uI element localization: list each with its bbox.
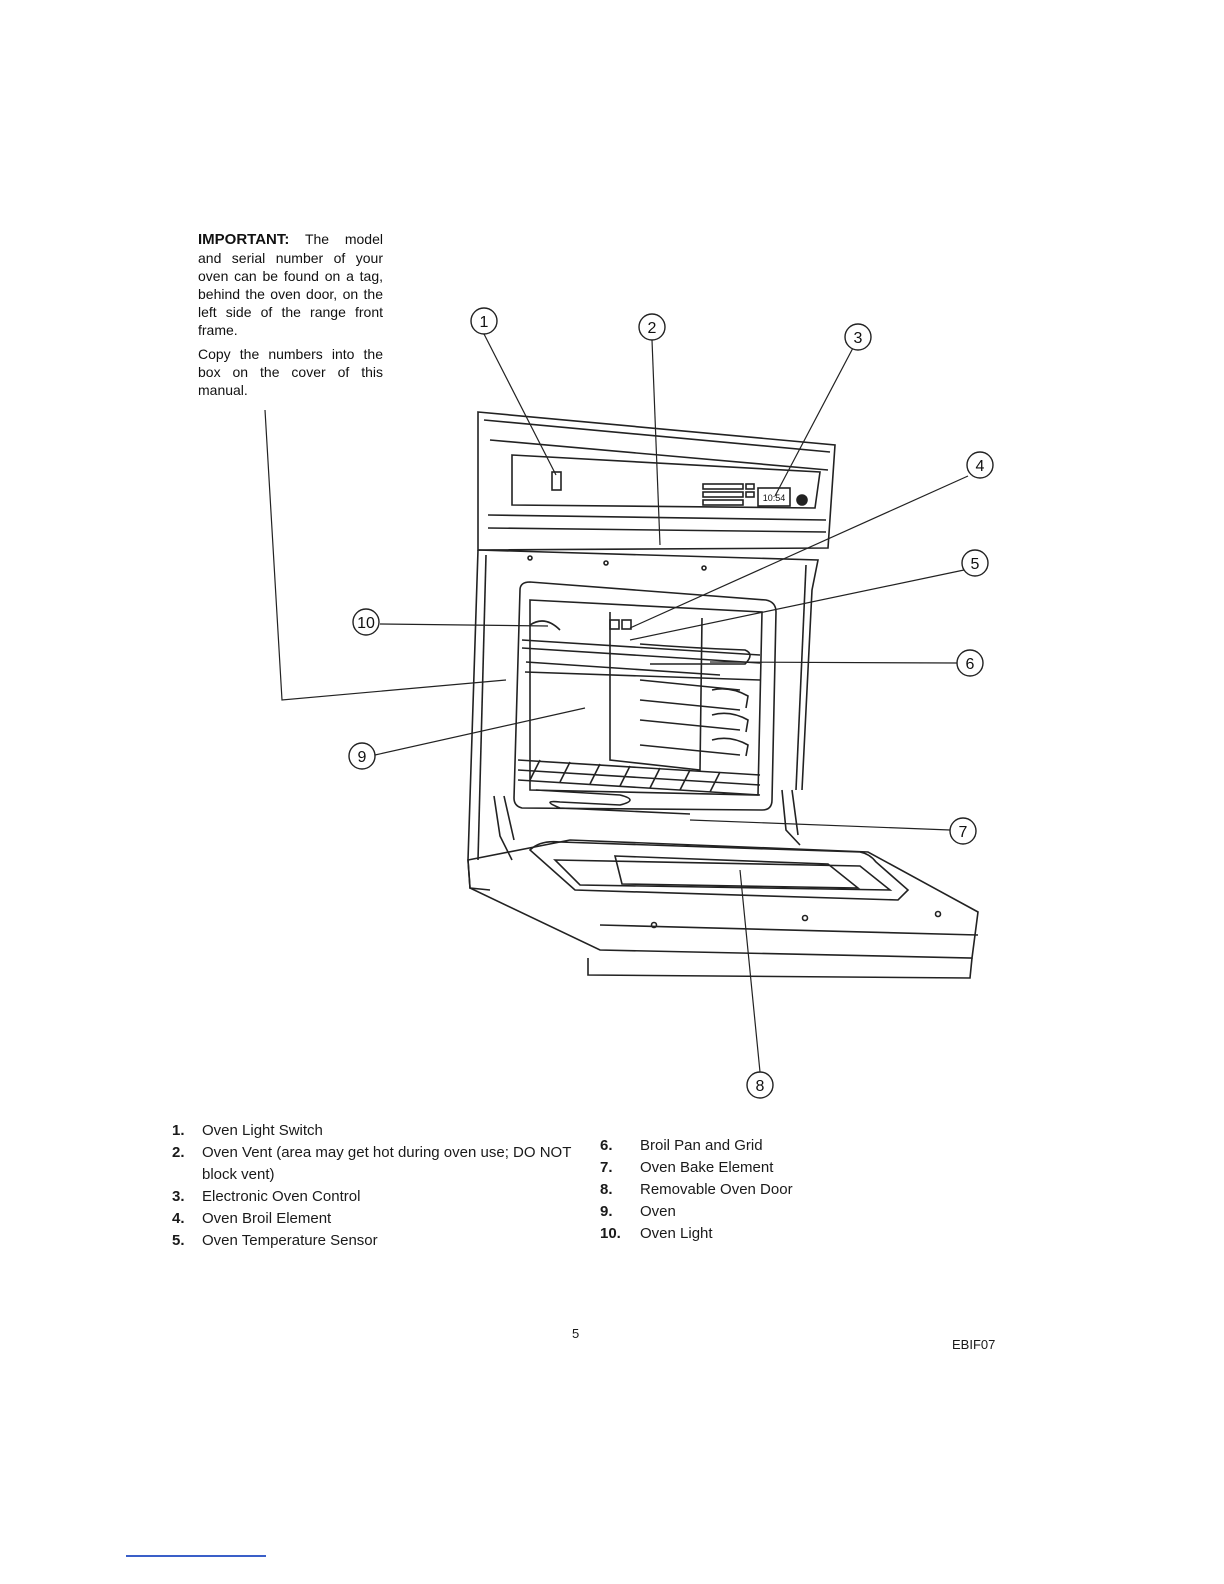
important-paragraph: IMPORTANT: The model and serial number o… (198, 230, 383, 339)
callout-7: 7 (959, 824, 968, 841)
legend-item: 3. Electronic Oven Control (172, 1186, 572, 1208)
bake-element (535, 789, 691, 815)
legend-label: Oven Light Switch (202, 1122, 323, 1139)
copy-instruction: Copy the numbers into the box on the cov… (198, 346, 383, 398)
legend-item: 2. Oven Vent (area may get hot during ove… (172, 1142, 572, 1186)
legend-label: Oven (640, 1203, 676, 1220)
leader-3 (774, 345, 855, 497)
legend-item: 1. Oven Light Switch (172, 1120, 572, 1142)
legend-number: 6. (600, 1137, 613, 1154)
legend-label: Oven Light (640, 1225, 713, 1242)
page-number: 5 (572, 1326, 580, 1341)
leader-5 (629, 569, 965, 641)
callout-3: 3 (854, 330, 863, 347)
document-code: EBIF07 (952, 1337, 996, 1352)
legend-label: Oven Bake Element (640, 1159, 774, 1176)
leader-2 (651, 339, 661, 546)
leader-8 (739, 869, 761, 1073)
leader-9 (374, 707, 586, 756)
legend-number: 2. (172, 1144, 185, 1161)
parts-legend-left: 1. Oven Light Switch 2. Oven Vent (area ma… (172, 1120, 572, 1252)
legend-item: 7. Oven Bake Element (600, 1157, 860, 1179)
important-text: The model and serial number of your oven… (198, 231, 383, 338)
clock-display (757, 487, 791, 507)
callout-4: 4 (976, 458, 985, 475)
control-panel (477, 411, 836, 551)
broil-pan (521, 639, 761, 676)
legend-label: Electronic Oven Control (202, 1188, 361, 1205)
oven-cavity (513, 581, 777, 811)
legend-number: 1. (172, 1122, 185, 1139)
callout-9: 9 (358, 749, 367, 766)
leader-1 (483, 333, 557, 476)
legend-number: 10. (600, 1225, 621, 1242)
legend-item: 5. Oven Temperature Sensor (172, 1230, 572, 1252)
oven-light-switch (551, 471, 562, 491)
legend-number: 7. (600, 1159, 613, 1176)
leader-7 (689, 819, 951, 831)
door-window (613, 855, 861, 889)
legend-number: 8. (600, 1181, 613, 1198)
leader-4 (629, 475, 969, 629)
legend-number: 3. (172, 1188, 185, 1205)
legend-item: 9. Oven (600, 1201, 860, 1223)
legend-label: Oven Vent (area may get hot during oven … (202, 1144, 572, 1183)
leader-10 (379, 623, 549, 627)
legend-number: 5. (172, 1232, 185, 1249)
control-knob (796, 494, 808, 506)
important-note: IMPORTANT: The model and serial number o… (198, 230, 383, 405)
legend-item: 8. Removable Oven Door (600, 1179, 860, 1201)
legend-label: Oven Temperature Sensor (202, 1232, 378, 1249)
legend-number: 4. (172, 1210, 185, 1227)
bottom-rule (126, 1555, 266, 1557)
leader-6 (709, 661, 959, 664)
legend-number: 9. (600, 1203, 613, 1220)
callout-6: 6 (966, 656, 975, 673)
legend-item: 10. Oven Light (600, 1223, 860, 1245)
important-label: IMPORTANT: (198, 231, 290, 248)
callout-5: 5 (971, 556, 980, 573)
legend-label: Broil Pan and Grid (640, 1137, 763, 1154)
callout-8: 8 (756, 1078, 765, 1095)
oven-door (467, 839, 979, 959)
callout-10: 10 (357, 615, 375, 632)
clock-readout: 10:54 (763, 493, 786, 503)
callout-1: 1 (480, 314, 489, 331)
legend-label: Oven Broil Element (202, 1210, 332, 1227)
leader-note (264, 409, 507, 701)
legend-item: 6. Broil Pan and Grid (600, 1135, 860, 1157)
parts-legend-right: 6. Broil Pan and Grid 7. Oven Bake Element… (600, 1135, 860, 1245)
legend-label: Removable Oven Door (640, 1181, 793, 1198)
legend-item: 4. Oven Broil Element (172, 1208, 572, 1230)
callout-2: 2 (648, 320, 657, 337)
